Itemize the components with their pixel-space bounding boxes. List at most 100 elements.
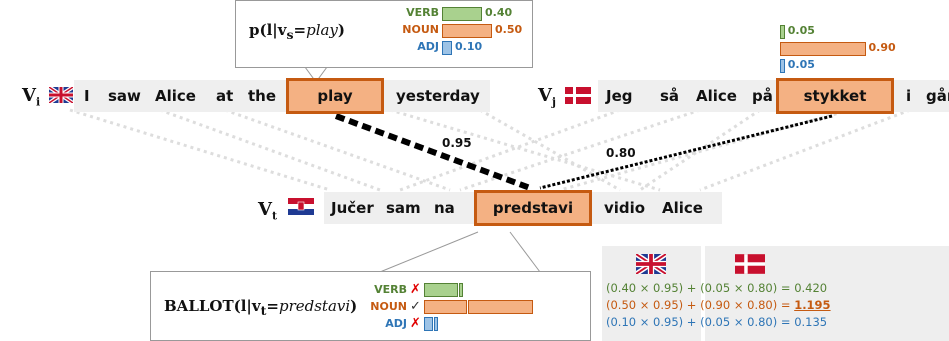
ballot-formula-prefix: BALLOT(l|v (164, 297, 261, 315)
source-j-word-4: på (752, 87, 773, 105)
popup-j-bar-verb (780, 25, 785, 39)
source-j-word-2: så (660, 87, 680, 105)
source-i-label-sub: i (35, 95, 41, 109)
calc-row-verb-b: (0.05 × 0.80) (700, 281, 778, 295)
popup-j-bar-adj (780, 59, 785, 73)
popup-i-bar-adj (442, 41, 452, 55)
ballot-formula-suffix: ) (350, 297, 358, 315)
calc-row-verb-a: (0.40 × 0.95) (606, 281, 684, 295)
calc-row-adj-b: (0.05 × 0.80) (700, 315, 778, 329)
source-i-highlight-word[interactable]: play (286, 78, 384, 114)
calc-row-noun-plus: + (686, 298, 697, 312)
popup-i-formula: p(l|vs=play) (249, 21, 345, 42)
source-i-label-main: V (22, 85, 36, 106)
calc-row-adj-equals: = (780, 315, 791, 329)
ballot-mark-verb: ✗ (410, 282, 421, 297)
uk-flag-icon (49, 87, 73, 103)
popup-i-formula-suffix: ) (337, 21, 346, 39)
ballot-formula: BALLOT(l|vt=predstavi) (164, 297, 357, 318)
source-j-highlight-word[interactable]: stykket (776, 78, 894, 114)
ballot-bar-adj-j (433, 317, 438, 331)
calc-row-verb-equals: = (780, 281, 791, 295)
source-i-label: Vi (22, 85, 40, 109)
source-i-word-7: yesterday (396, 87, 480, 105)
croatia-flag-icon (288, 198, 314, 215)
calc-row-noun: (0.50 × 0.95) + (0.90 × 0.80) = 1.195 (606, 298, 831, 312)
popup-i-formula-word: play (306, 21, 338, 39)
faint-alignment-lines (69, 108, 911, 192)
source-i-word-2: saw (108, 87, 141, 105)
popup-i-value-verb: 0.40 (485, 6, 513, 19)
calc-row-adj-a: (0.10 × 0.95) (606, 315, 684, 329)
source-i-sentence (74, 80, 490, 112)
source-j-word-7: går (926, 87, 949, 105)
ballot-bar-noun-i (424, 300, 467, 314)
source-i-word-4: at (216, 87, 234, 105)
popup-i-value-adj: 0.10 (455, 40, 483, 53)
edge-i-to-t (334, 113, 532, 191)
ballot-formula-word: predstavi (278, 297, 351, 315)
ballot-label-noun: NOUN (370, 300, 407, 313)
target-word-5: vidio (604, 199, 646, 217)
denmark-flag-icon (565, 87, 591, 104)
ballot-label-verb: VERB (374, 283, 407, 296)
ballot-pointer-right (509, 231, 541, 273)
source-i-word-3: Alice (155, 87, 196, 105)
popup-i-formula-eq: = (293, 21, 307, 39)
source-j-word-1: Jeg (606, 87, 633, 105)
calc-uk-flag-icon (636, 254, 666, 274)
calc-row-adj-plus: + (686, 315, 697, 329)
target-word-6: Alice (662, 199, 703, 217)
target-word-1: Jučer (331, 199, 374, 217)
calc-row-noun-result: 1.195 (794, 298, 831, 312)
source-j-sentence (598, 80, 949, 112)
calc-row-noun-b: (0.90 × 0.80) (700, 298, 778, 312)
calc-row-adj-result: 0.135 (794, 315, 828, 329)
ballot-bar-noun-j (467, 300, 533, 314)
popup-i-formula-sub: s (286, 27, 294, 42)
target-highlight-word[interactable]: predstavi (474, 190, 592, 226)
popup-j-value-adj: 0.05 (787, 58, 815, 71)
popup-j-value-noun: 0.90 (868, 41, 896, 54)
source-i-word-5: the (248, 87, 277, 105)
target-word-2: sam (386, 199, 421, 217)
target-word-3: na (434, 199, 455, 217)
popup-j-bar-noun (780, 42, 866, 56)
ballot-pointer-left (379, 231, 479, 273)
calc-row-noun-a: (0.50 × 0.95) (606, 298, 684, 312)
ballot-mark-adj: ✗ (410, 316, 421, 331)
popup-i-bar-noun (442, 24, 492, 38)
ballot-bar-adj-i (424, 317, 433, 331)
calc-row-verb-plus: + (686, 281, 697, 295)
popup-j-value-verb: 0.05 (787, 24, 815, 37)
calc-row-adj: (0.10 × 0.95) + (0.05 × 0.80) = 0.135 (606, 315, 827, 329)
source-j-label: Vj (538, 85, 556, 109)
ballot-label-adj: ADJ (385, 317, 407, 330)
popup-i-formula-prefix: p(l|v (249, 21, 287, 39)
target-label: Vt (258, 199, 277, 223)
calc-row-verb: (0.40 × 0.95) + (0.05 × 0.80) = 0.420 (606, 281, 827, 295)
source-j-label-sub: j (551, 95, 556, 109)
source-j-word-3: Alice (696, 87, 737, 105)
source-i-word-1: I (84, 87, 90, 105)
edge-j-to-t (539, 114, 833, 190)
ballot-bar-verb-i (424, 283, 459, 297)
ballot-bar-verb-j (459, 283, 464, 297)
target-label-main: V (258, 199, 272, 220)
ballot-formula-sub: t (260, 303, 267, 318)
popup-i-value-noun: 0.50 (495, 23, 523, 36)
edge-weight-i: 0.95 (442, 136, 472, 150)
popup-i-bar-verb (442, 7, 482, 21)
calc-denmark-flag-icon (735, 254, 765, 274)
edge-weight-j: 0.80 (606, 146, 636, 160)
ballot-mark-noun: ✓ (410, 299, 421, 314)
target-label-sub: t (271, 209, 278, 223)
popup-i-label-verb: VERB (406, 6, 439, 19)
source-j-label-main: V (538, 85, 552, 106)
popup-i-label-noun: NOUN (402, 23, 439, 36)
ballot-formula-eq: = (266, 297, 279, 315)
calc-row-noun-equals: = (780, 298, 791, 312)
source-j-word-6: i (906, 87, 912, 105)
calc-row-verb-result: 0.420 (794, 281, 828, 295)
